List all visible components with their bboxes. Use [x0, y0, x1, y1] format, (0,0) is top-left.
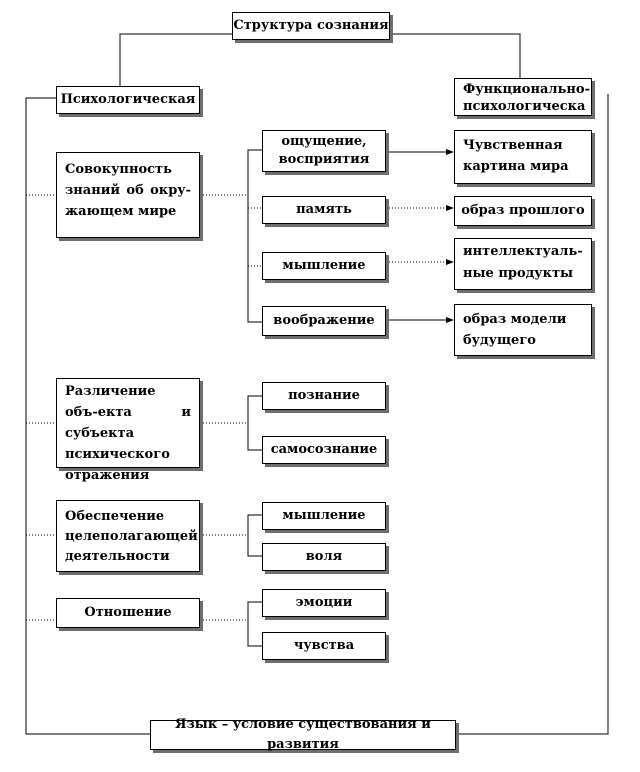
middle-item-emotions-text: эмоции [295, 595, 353, 610]
left-item-knowledge: Совокупность знаний об окру-жающем мире [56, 152, 200, 238]
arrow-head-1 [446, 149, 454, 155]
bracket-group-2 [247, 395, 262, 451]
footer-language-text: Язык – условие существования и развития [175, 717, 431, 752]
left-item-distinction: Различение объ-екта и субъекта психическ… [56, 378, 200, 483]
middle-item-memory-text: память [296, 202, 352, 217]
right-column-header-text: Функционально-психологическа [463, 82, 590, 114]
middle-item-feelings: чувства [262, 632, 386, 660]
middle-item-imagination-text: воображение [273, 313, 375, 328]
right-item-intellectual-products-text: интеллектуаль-ные продукты [463, 244, 583, 281]
right-item-sensory-picture-text: Чувственная картина мира [463, 138, 569, 174]
right-item-future-model: образ модели будущего [454, 304, 592, 356]
right-item-past-image: образ прошлого [454, 196, 592, 226]
middle-item-memory: память [262, 196, 386, 224]
left-column-header-text: Психологическая [60, 92, 196, 107]
bracket-group-4 [247, 601, 262, 647]
middle-item-thinking-2-text: мышление [282, 508, 366, 523]
right-item-sensory-picture: Чувственная картина мира [454, 130, 592, 184]
footer-language: Язык – условие существования и развития [150, 717, 456, 752]
left-item-knowledge-text: Совокупность знаний об окру-жающем мире [65, 162, 191, 219]
middle-item-will-text: воля [305, 549, 343, 564]
left-item-goal-activity-text: Обеспечение целеполагающей деятельности [65, 509, 198, 564]
left-item-distinction-text: Различение объ-екта и субъекта психическ… [65, 384, 191, 483]
diagram-title: Структура сознания [232, 12, 390, 40]
arrow-head-3 [446, 259, 454, 265]
frame-left [25, 97, 150, 735]
middle-item-sensation-text: ощущение, восприятия [278, 134, 370, 167]
middle-item-thinking: мышление [262, 252, 386, 280]
right-column-header: Функционально-психологическа [454, 78, 592, 116]
middle-item-cognition: познание [262, 382, 386, 410]
middle-item-self-awareness: самосознание [262, 436, 386, 464]
right-item-intellectual-products: интеллектуаль-ные продукты [454, 238, 592, 290]
connector-title-left [119, 33, 232, 86]
bracket-group-1 [247, 149, 262, 323]
right-item-past-image-text: образ прошлого [461, 203, 585, 218]
connector-title-right [390, 33, 521, 78]
frame-right [456, 94, 609, 735]
left-item-goal-activity: Обеспечение целеполагающей деятельности [56, 500, 200, 572]
middle-item-cognition-text: познание [288, 388, 360, 403]
bracket-group-3 [247, 514, 262, 557]
middle-item-thinking-2: мышление [262, 502, 386, 530]
middle-item-will: воля [262, 543, 386, 571]
middle-item-thinking-text: мышление [282, 258, 366, 273]
left-item-attitude: Отношение [56, 598, 200, 628]
diagram-title-text: Структура сознания [233, 18, 389, 33]
arrow-head-4 [446, 317, 454, 323]
arrow-head-2 [446, 205, 454, 211]
middle-item-feelings-text: чувства [293, 638, 355, 653]
middle-item-sensation: ощущение, восприятия [262, 130, 386, 172]
left-item-attitude-text: Отношение [84, 605, 172, 620]
middle-item-self-awareness-text: самосознание [270, 442, 378, 457]
right-item-future-model-text: образ модели будущего [463, 312, 567, 348]
middle-item-emotions: эмоции [262, 589, 386, 617]
middle-item-imagination: воображение [262, 306, 386, 336]
left-column-header: Психологическая [56, 86, 200, 114]
